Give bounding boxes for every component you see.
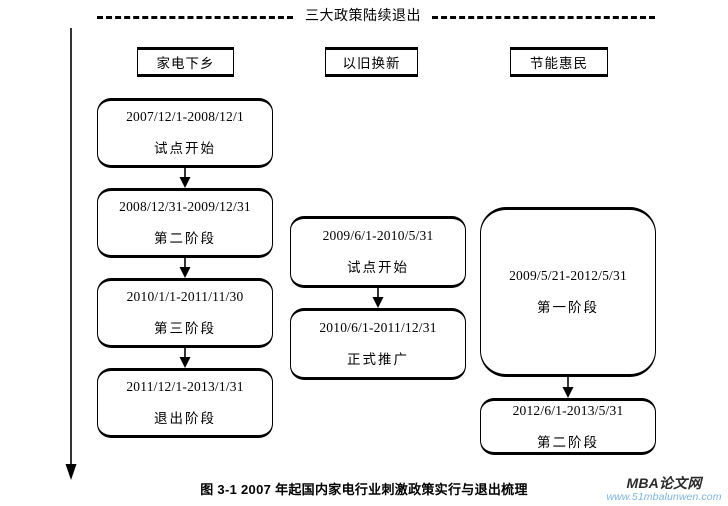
stage-phase: 第一阶段 [537, 300, 599, 315]
stage-phase: 第二阶段 [537, 434, 599, 450]
stage-box: 2007/12/1-2008/12/1 试点开始 [97, 98, 273, 168]
connector-arrow-icon [178, 258, 192, 278]
stage-box: 2008/12/31-2009/12/31 第二阶段 [97, 188, 273, 258]
stage-box: 2010/1/1-2011/11/30 第三阶段 [97, 278, 273, 348]
column-header-jiadianxiaxiang: 家电下乡 [137, 47, 234, 77]
connector-arrow-icon [371, 288, 385, 308]
stage-box: 2012/6/1-2013/5/31 第二阶段 [480, 398, 656, 455]
figure-caption: 图 3-1 2007 年起国内家电行业刺激政策实行与退出梳理 [200, 482, 528, 497]
stage-box: 2009/6/1-2010/5/31 试点开始 [290, 216, 466, 288]
stage-date: 2009/6/1-2010/5/31 [322, 228, 434, 243]
watermark: MBA论文网 www.51mbalunwen.com [606, 476, 722, 504]
stage-date: 2011/12/1-2013/1/31 [126, 379, 244, 394]
stage-phase: 正式推广 [347, 352, 409, 367]
stage-date: 2007/12/1-2008/12/1 [126, 109, 244, 124]
connector-arrow-icon [178, 168, 192, 188]
connector-arrow-icon [561, 377, 575, 398]
diagram-title: 三大政策陆续退出 [305, 9, 421, 24]
timeline-down-arrow-icon [62, 28, 80, 480]
stage-phase: 第三阶段 [154, 321, 216, 336]
stage-date: 2012/6/1-2013/5/31 [512, 402, 624, 418]
title-dashed-line-right [432, 16, 655, 19]
watermark-url: www.51mbalunwen.com [606, 491, 722, 503]
watermark-brand: MBA论文网 [626, 475, 702, 491]
column-header-yijiuhuanxin: 以旧换新 [325, 47, 418, 77]
stage-date: 2010/1/1-2011/11/30 [126, 289, 244, 304]
connector-arrow-icon [178, 348, 192, 368]
stage-box: 2011/12/1-2013/1/31 退出阶段 [97, 368, 273, 438]
stage-box: 2010/6/1-2011/12/31 正式推广 [290, 308, 466, 380]
stage-phase: 试点开始 [154, 141, 216, 156]
column-header-jienenghuimin: 节能惠民 [510, 47, 608, 77]
stage-phase: 退出阶段 [154, 411, 216, 426]
stage-date: 2010/6/1-2011/12/31 [319, 320, 437, 335]
stage-phase: 第二阶段 [154, 231, 216, 246]
stage-box: 2009/5/21-2012/5/31 第一阶段 [480, 207, 656, 377]
stage-phase: 试点开始 [347, 260, 409, 275]
title-dashed-line-left [97, 16, 293, 19]
stage-date: 2009/5/21-2012/5/31 [509, 268, 627, 283]
stage-date: 2008/12/31-2009/12/31 [119, 199, 251, 214]
